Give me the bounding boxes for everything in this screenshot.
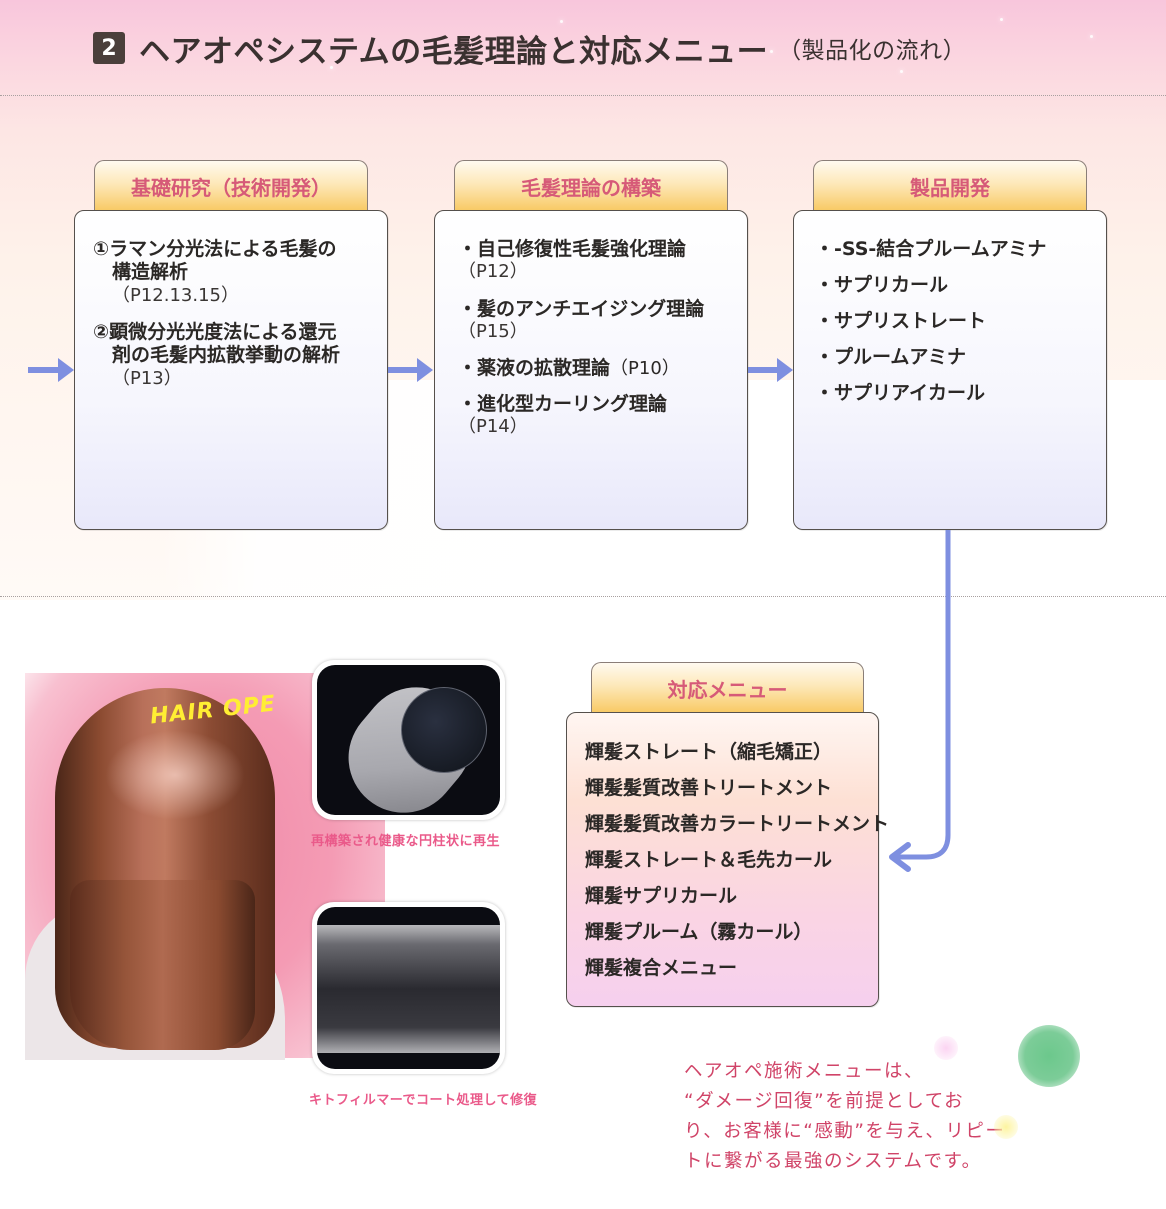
research-item-2-line2: 剤の毛髪内拡散挙動の解析 [112, 344, 341, 366]
theory-item-3-ref: （P10） [610, 358, 680, 379]
menu-item-1: 輝髪ストレート（縮毛矯正） [585, 741, 833, 763]
arrow-down-to-menu-icon [889, 530, 951, 872]
hair-photo-lower [70, 880, 255, 1050]
research-item-1-line2: 構造解析 [112, 261, 189, 283]
summary-line-3: り、お客様に“感動”を与え、リピー [684, 1121, 1006, 1142]
theory-item-3: ・薬液の拡散理論（P10） [458, 357, 680, 380]
page-title: 2 ヘアオペシステムの毛髪理論と対応メニュー （製品化の流れ） [93, 26, 966, 70]
product-item-4: ・プルームアミナ [815, 346, 967, 368]
sem-caption-1: 再構築され健康な円柱状に再生 [311, 834, 501, 849]
tab-hair-theory: 毛髪理論の構築 [454, 160, 728, 212]
sem-caption-2: キトフィルマーでコート処理して修復 [309, 1093, 538, 1108]
sparkle-decoration [770, 50, 773, 53]
tab-menu: 対応メニュー [591, 662, 864, 714]
product-item-3: ・サプリストレート [815, 310, 987, 332]
sparkle-decoration [900, 70, 903, 73]
menu-item-6: 輝髪プルーム（霧カール） [585, 921, 813, 943]
bokeh-green-decoration [1018, 1025, 1080, 1087]
menu-item-3: 輝髪髪質改善カラートリートメント [585, 813, 890, 835]
theory-item-1-ref: （P12） [458, 261, 528, 282]
theory-item-1: ・自己修復性毛髪強化理論 [458, 238, 687, 260]
hair-photo-shine [105, 730, 245, 820]
menu-item-4: 輝髪ストレート＆毛先カール [585, 849, 833, 871]
sparkle-decoration [1000, 18, 1003, 21]
arrow-right-icon [417, 358, 433, 382]
summary-line-2: “ダメージ回復”を前提としてお [684, 1091, 965, 1112]
summary-line-1: ヘアオペ施術メニューは、 [684, 1061, 925, 1082]
summary-line-4: トに繋がる最強のシステムです。 [684, 1151, 982, 1172]
menu-item-5: 輝髪サプリカール [585, 885, 738, 907]
research-item-2-ref: （P13） [112, 368, 182, 389]
menu-item-7: 輝髪複合メニュー [585, 957, 738, 979]
menu-item-2: 輝髪髪質改善トリートメント [585, 777, 833, 799]
arrow-1-2-shaft [388, 367, 420, 373]
bokeh-yellow-decoration [994, 1115, 1018, 1139]
box-hair-theory [434, 210, 748, 530]
sem-image-cross-section [312, 660, 505, 820]
sparkle-decoration [330, 66, 333, 69]
product-item-1: ・-SS-結合プルームアミナ [815, 238, 1047, 260]
research-item-1-line1: ①ラマン分光法による毛髪の [93, 238, 337, 260]
theory-item-4: ・進化型カーリング理論 [458, 393, 668, 415]
research-item-2-line1: ②顕微分光光度法による還元 [93, 321, 337, 343]
title-main: ヘアオペシステムの毛髪理論と対応メニュー [139, 33, 769, 70]
arrow-2-3-shaft [748, 367, 780, 373]
box-product-development [793, 210, 1107, 530]
bokeh-pink-decoration [934, 1036, 958, 1060]
tab-basic-research: 基礎研究（技術開発） [94, 160, 368, 212]
arrow-right-icon [777, 358, 793, 382]
tab-product-development: 製品開発 [813, 160, 1087, 212]
sparkle-decoration [1090, 35, 1093, 38]
theory-item-4-ref: （P14） [458, 416, 528, 437]
section-number-badge: 2 [93, 32, 125, 64]
summary-text: ヘアオペ施術メニューは、 “ダメージ回復”を前提としてお り、お客様に“感動”を… [684, 1057, 1005, 1177]
research-item-1-ref: （P12.13.15） [112, 285, 240, 306]
theory-item-2: ・髪のアンチエイジング理論 [458, 298, 705, 320]
product-item-5: ・サプリアイカール [815, 382, 986, 404]
divider-middle [0, 596, 1166, 597]
arrow-right-icon [58, 358, 74, 382]
arrow-in-shaft [28, 367, 62, 373]
sparkle-decoration [560, 20, 563, 23]
product-item-2: ・サプリカール [815, 274, 949, 296]
title-subtitle: （製品化の流れ） [778, 38, 967, 64]
theory-item-3-text: ・薬液の拡散理論 [458, 357, 611, 379]
divider-top [0, 95, 1166, 96]
box-basic-research [74, 210, 388, 530]
box-menu [566, 712, 879, 1007]
sem-image-coated-fiber [312, 902, 505, 1074]
theory-item-2-ref: （P15） [458, 321, 528, 342]
